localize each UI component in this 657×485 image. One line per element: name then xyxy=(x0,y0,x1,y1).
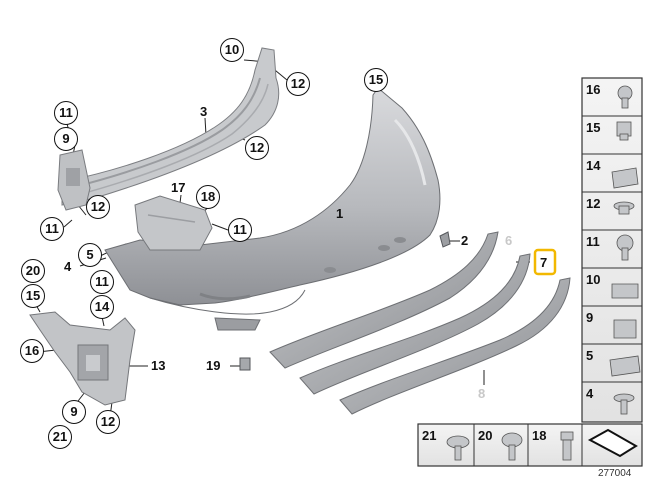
callout-9[interactable]: 9 xyxy=(62,400,86,424)
legend-cell-16[interactable]: 16 xyxy=(583,79,641,117)
legend-number: 10 xyxy=(586,272,601,287)
callout-6[interactable]: 6 xyxy=(505,233,513,248)
callout-20[interactable]: 20 xyxy=(21,259,45,283)
callout-12[interactable]: 12 xyxy=(86,195,110,219)
legend-cell-11[interactable]: 11 xyxy=(583,231,641,269)
deflector-panel[interactable] xyxy=(134,195,213,251)
callout-19[interactable]: 19 xyxy=(206,358,221,373)
diagram-number: 277004 xyxy=(598,468,632,479)
callout-21[interactable]: 21 xyxy=(48,425,72,449)
legend-cell-9[interactable]: 9 xyxy=(583,307,641,345)
diffuser-strip-6[interactable] xyxy=(269,231,499,369)
legend-number: 18 xyxy=(532,428,547,443)
callout-13[interactable]: 13 xyxy=(151,358,166,373)
legend-cell-12[interactable]: 12 xyxy=(583,193,641,231)
callout-5[interactable]: 5 xyxy=(78,243,102,267)
callout-1[interactable]: 1 xyxy=(336,206,344,221)
legend-number: 16 xyxy=(586,82,601,97)
arrow-icon xyxy=(587,428,638,458)
callout-11[interactable]: 11 xyxy=(40,217,64,241)
callout-8[interactable]: 8 xyxy=(478,386,486,401)
callout-18[interactable]: 18 xyxy=(196,185,220,209)
fastener-legend-bottom xyxy=(417,423,643,467)
callout-15[interactable]: 15 xyxy=(21,284,45,308)
callout-3[interactable]: 3 xyxy=(200,104,208,119)
legend-number: 12 xyxy=(586,196,601,211)
legend-number: 4 xyxy=(586,386,594,401)
callout-10[interactable]: 10 xyxy=(220,38,244,62)
legend-cell-20[interactable]: 20 xyxy=(475,425,527,463)
callout-12[interactable]: 12 xyxy=(96,410,120,434)
bumper-cover[interactable] xyxy=(104,87,441,331)
legend-cell-5[interactable]: 5 xyxy=(583,345,641,383)
callout-7[interactable]: 7 xyxy=(540,255,548,270)
legend-number: 11 xyxy=(586,234,600,249)
legend-cell-4[interactable]: 4 xyxy=(583,383,641,421)
nut-part-19[interactable] xyxy=(239,357,251,371)
legend-number: 5 xyxy=(586,348,594,363)
legend-number: 21 xyxy=(422,428,437,443)
callout-11[interactable]: 11 xyxy=(228,218,252,242)
legend-cell-15[interactable]: 15 xyxy=(583,117,641,155)
legend-cell-18[interactable]: 18 xyxy=(529,425,581,463)
callout-2[interactable]: 2 xyxy=(461,233,469,248)
fastener-legend-side xyxy=(581,77,643,423)
legend-number: 14 xyxy=(586,158,601,173)
legend-number: 9 xyxy=(586,310,594,325)
callout-15[interactable]: 15 xyxy=(364,68,388,92)
selected-part-highlight xyxy=(533,248,557,276)
clip-part-2[interactable] xyxy=(439,231,451,248)
left-guide-bracket[interactable] xyxy=(57,149,91,211)
callout-12[interactable]: 12 xyxy=(245,136,269,160)
diffuser-strip-8[interactable] xyxy=(339,277,571,415)
legend-number: 15 xyxy=(586,120,601,135)
legend-cell-14[interactable]: 14 xyxy=(583,155,641,193)
legend-cell-21[interactable]: 21 xyxy=(419,425,473,463)
side-mounting-bracket[interactable] xyxy=(29,311,136,406)
callout-12[interactable]: 12 xyxy=(286,72,310,96)
legend-cell-10[interactable]: 10 xyxy=(583,269,641,307)
callout-9[interactable]: 9 xyxy=(54,127,78,151)
callout-4[interactable]: 4 xyxy=(64,259,72,274)
callout-17[interactable]: 17 xyxy=(171,180,186,195)
legend-number: 20 xyxy=(478,428,493,443)
callout-16[interactable]: 16 xyxy=(20,339,44,363)
callout-11[interactable]: 11 xyxy=(90,270,114,294)
callout-14[interactable]: 14 xyxy=(90,295,114,319)
callout-11[interactable]: 11 xyxy=(54,101,78,125)
diffuser-strip-7[interactable] xyxy=(299,253,531,395)
